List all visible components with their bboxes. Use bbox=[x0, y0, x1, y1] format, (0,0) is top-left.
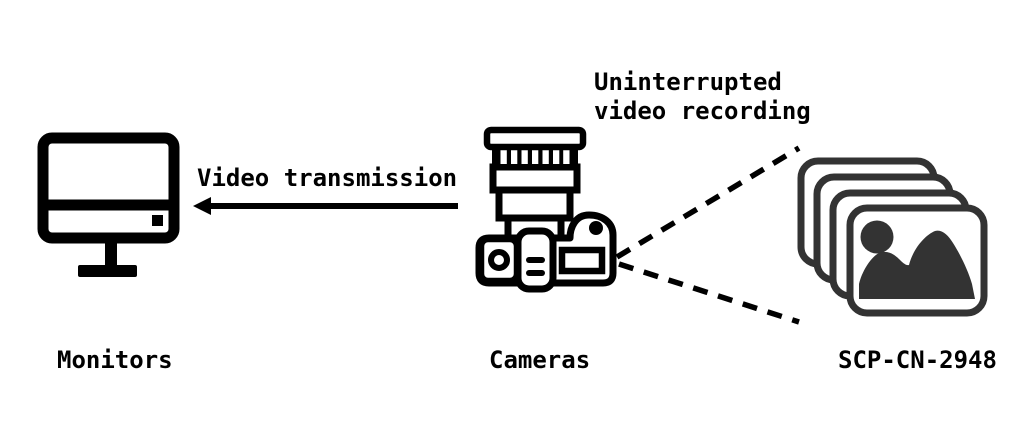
recording-dashed-connector bbox=[615, 145, 801, 325]
scp-cn-2948-node-label: SCP-CN-2948 bbox=[838, 346, 997, 374]
video-recording-label: Uninterrupted video recording bbox=[594, 68, 811, 125]
monitor-icon bbox=[37, 132, 180, 277]
video-transmission-arrow bbox=[193, 197, 458, 215]
video-transmission-label: Video transmission bbox=[197, 164, 458, 192]
cameras-node-label: Cameras bbox=[489, 346, 591, 374]
monitors-node-label: Monitors bbox=[57, 346, 173, 374]
camera-icon bbox=[475, 126, 617, 293]
photo-stack-icon bbox=[797, 157, 988, 317]
